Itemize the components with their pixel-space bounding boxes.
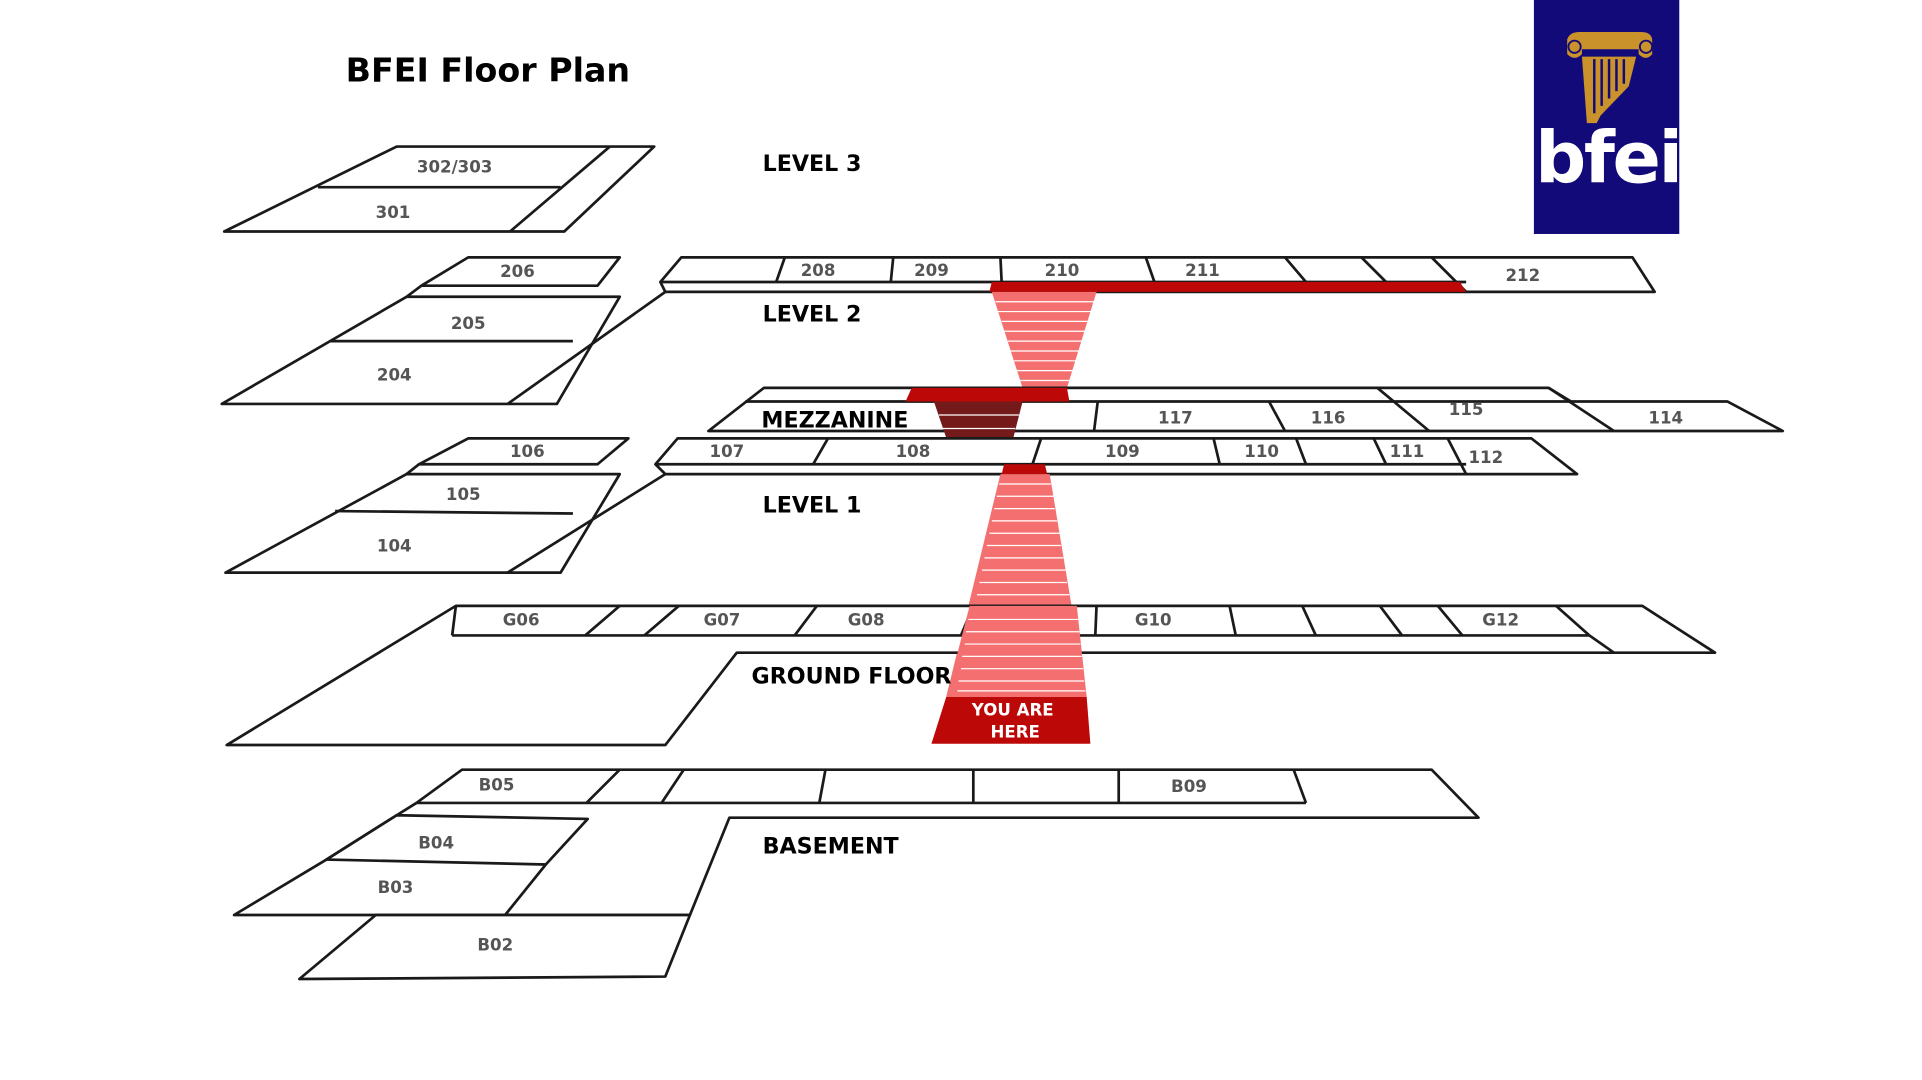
room-108[interactable]: 108 xyxy=(896,442,931,461)
room-116[interactable]: 116 xyxy=(1311,409,1346,428)
page-title: BFEI Floor Plan xyxy=(346,50,630,89)
room-205[interactable]: 205 xyxy=(451,314,486,333)
level-3-label: LEVEL 3 xyxy=(763,151,862,177)
room-302-303[interactable]: 302/303 xyxy=(417,157,492,176)
room-211[interactable]: 211 xyxy=(1185,261,1220,280)
room-110[interactable]: 110 xyxy=(1244,442,1279,461)
room-g10[interactable]: G10 xyxy=(1135,611,1172,630)
level-1-label: LEVEL 1 xyxy=(763,492,862,518)
room-b03[interactable]: B03 xyxy=(378,878,414,897)
room-b05[interactable]: B05 xyxy=(479,776,515,795)
room-107[interactable]: 107 xyxy=(710,442,745,461)
room-210[interactable]: 210 xyxy=(1045,261,1080,280)
level-3: 302/303 301 LEVEL 3 xyxy=(222,145,862,233)
room-b02[interactable]: B02 xyxy=(477,936,513,955)
room-206[interactable]: 206 xyxy=(500,262,535,281)
room-104[interactable]: 104 xyxy=(377,537,412,556)
room-115[interactable]: 115 xyxy=(1449,400,1484,419)
room-204[interactable]: 204 xyxy=(377,366,412,385)
level-2: 206 208 209 210 211 212 205 204 LEVEL 2 xyxy=(220,256,1657,406)
room-111[interactable]: 111 xyxy=(1390,442,1425,461)
room-208[interactable]: 208 xyxy=(801,261,836,280)
room-g12[interactable]: G12 xyxy=(1482,611,1519,630)
room-g06[interactable]: G06 xyxy=(503,611,540,630)
room-g07[interactable]: G07 xyxy=(704,611,741,630)
room-106[interactable]: 106 xyxy=(510,442,545,461)
ground-floor: YOU ARE HERE G06 G07 G08 G10 G12 GROUND … xyxy=(225,604,1717,747)
basement: B05 B09 B04 B03 B02 BASEMENT xyxy=(232,768,1480,981)
basement-label: BASEMENT xyxy=(763,833,899,859)
mezzanine-label: MEZZANINE xyxy=(761,407,908,433)
column-icon xyxy=(1567,32,1654,124)
you-are-here-line2: HERE xyxy=(991,723,1040,742)
room-301[interactable]: 301 xyxy=(376,203,411,222)
you-are-here-marker xyxy=(931,697,1091,744)
room-209[interactable]: 209 xyxy=(914,261,949,280)
room-212[interactable]: 212 xyxy=(1505,266,1540,285)
room-g08[interactable]: G08 xyxy=(848,611,885,630)
room-105[interactable]: 105 xyxy=(446,485,481,504)
bfei-logo: bfei xyxy=(1533,0,1683,234)
you-are-here-line1: YOU ARE xyxy=(971,700,1054,719)
room-109[interactable]: 109 xyxy=(1105,442,1140,461)
room-112[interactable]: 112 xyxy=(1469,448,1504,467)
room-114[interactable]: 114 xyxy=(1648,409,1683,428)
room-117[interactable]: 117 xyxy=(1158,409,1193,428)
ground-floor-label: GROUND FLOOR xyxy=(752,663,952,689)
level-2-label: LEVEL 2 xyxy=(763,301,862,327)
logo-text: bfei xyxy=(1535,116,1680,199)
room-b04[interactable]: B04 xyxy=(418,833,454,852)
room-b09[interactable]: B09 xyxy=(1171,777,1207,796)
